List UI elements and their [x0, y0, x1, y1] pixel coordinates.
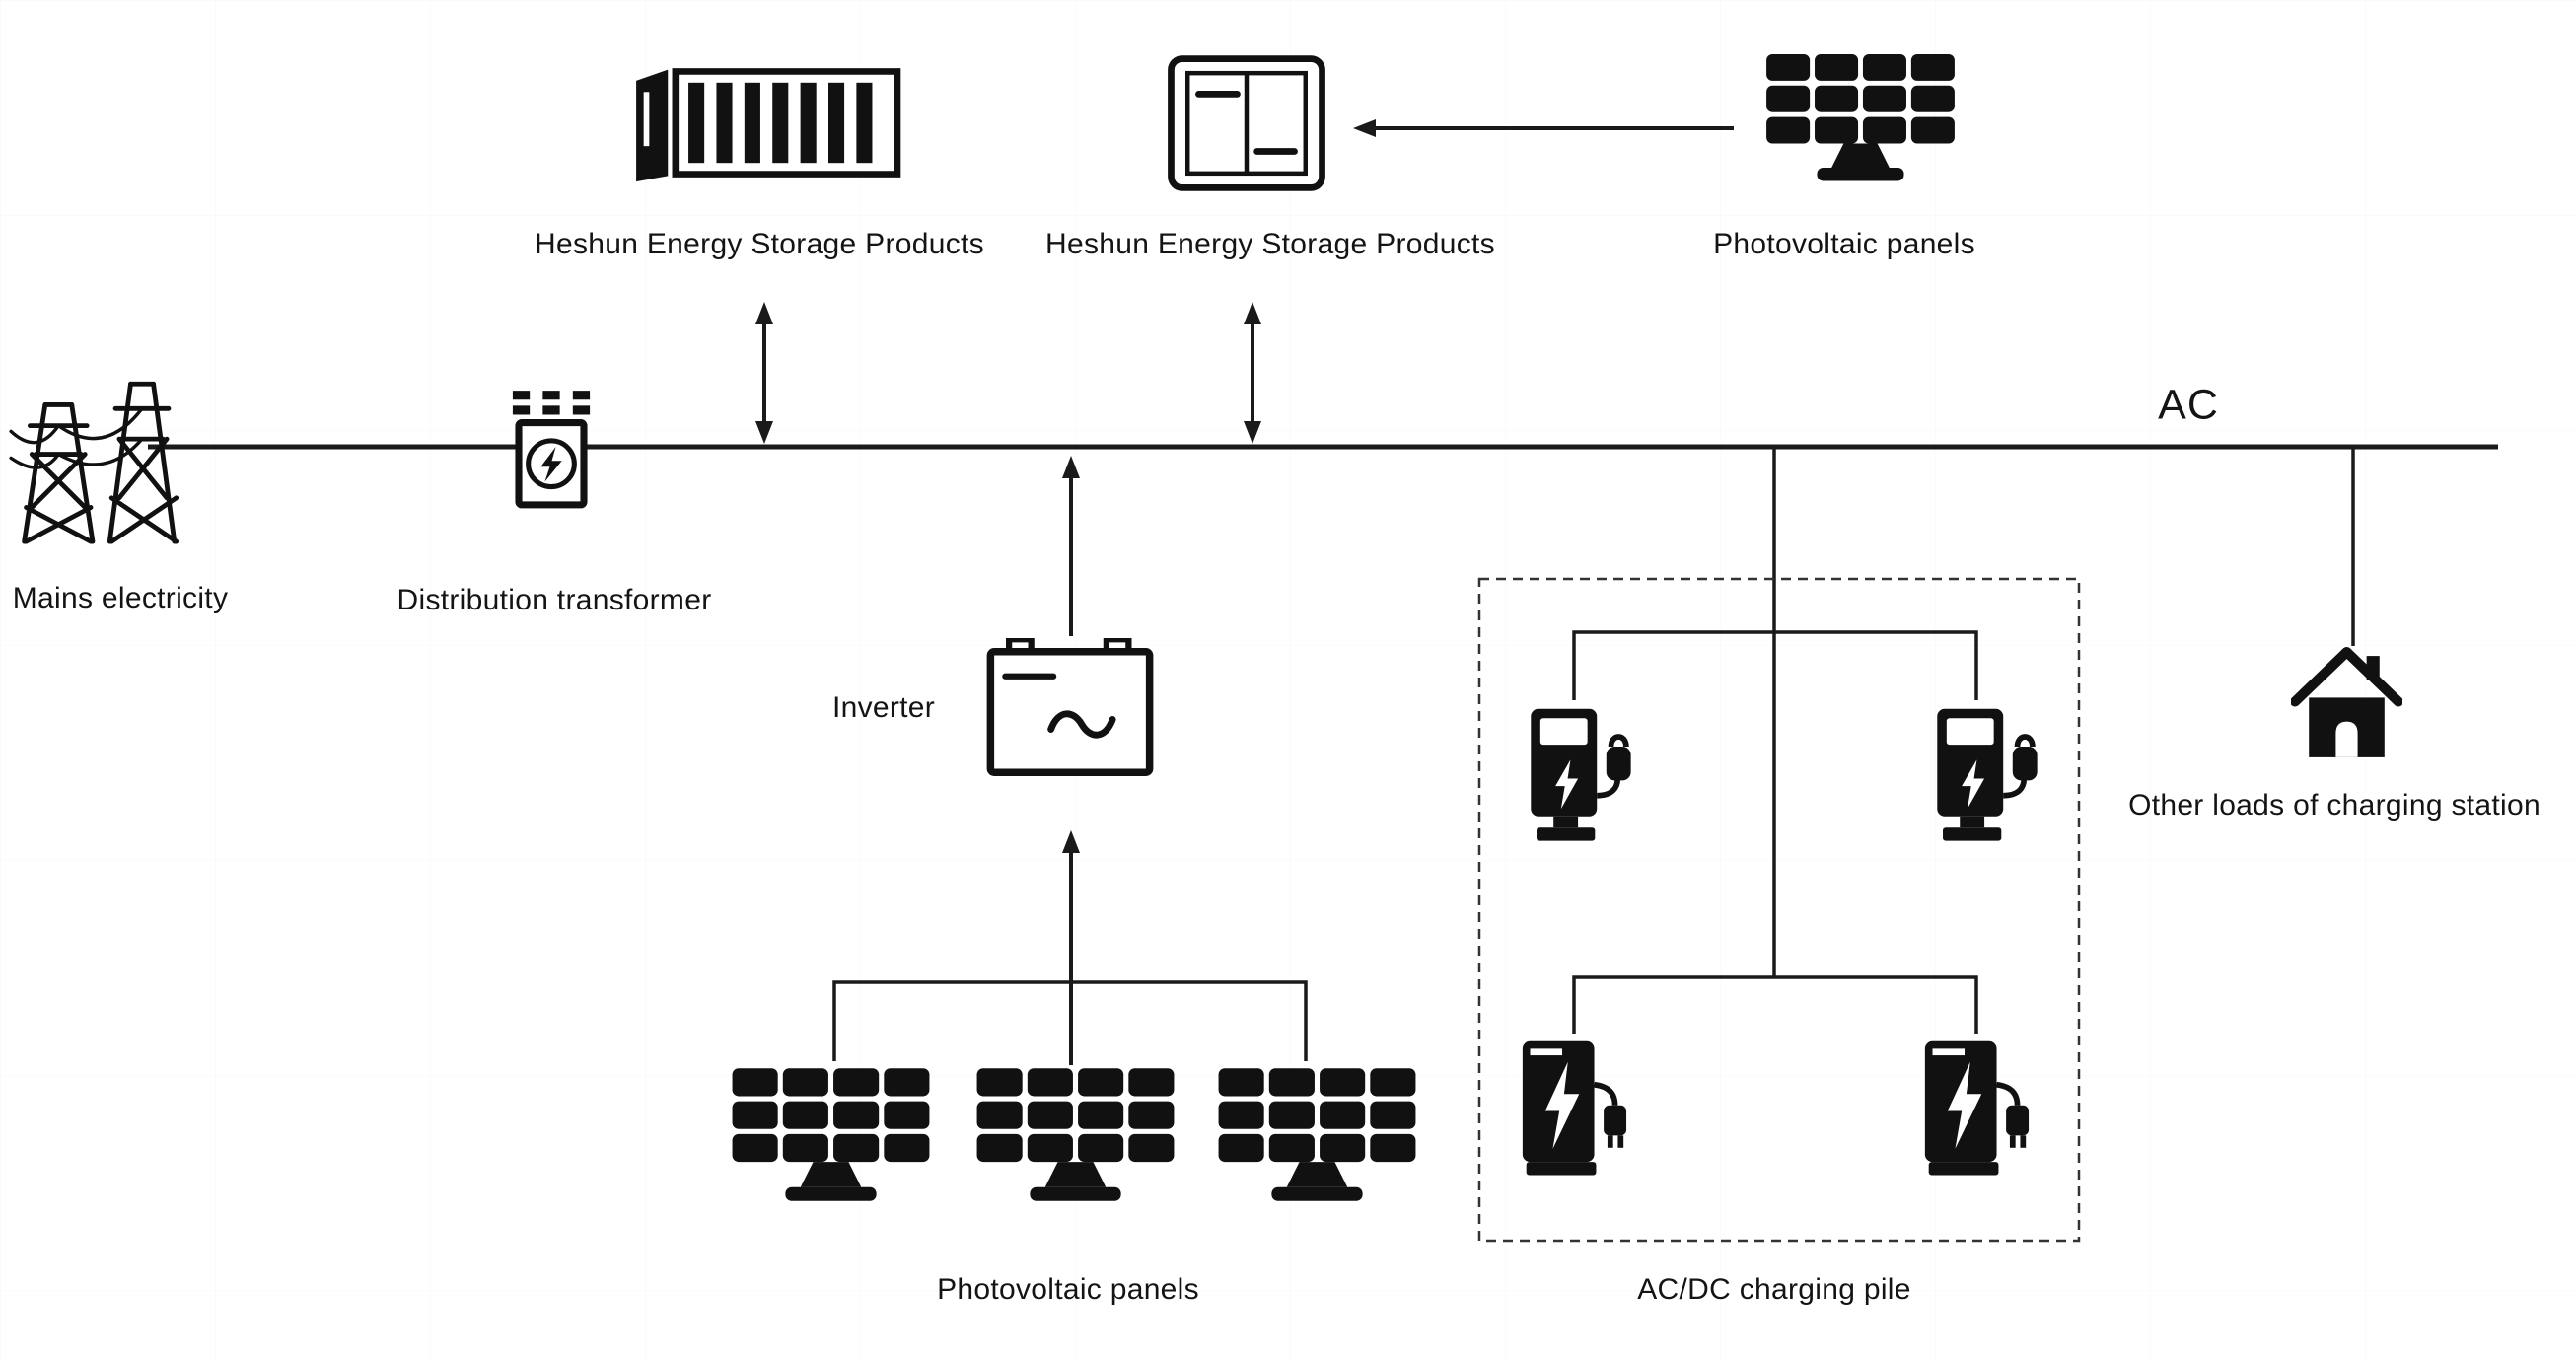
label-storage-left: Heshun Energy Storage Products: [535, 228, 984, 260]
charging-top-branch: [1572, 630, 1978, 700]
label-pv-top: Photovoltaic panels: [1713, 228, 1975, 260]
label-mains: Mains electricity: [12, 582, 229, 614]
charging-bottom-branch: [1572, 975, 1978, 1034]
storage-cabinet-icon: [1167, 54, 1326, 192]
label-inverter: Inverter: [831, 691, 936, 724]
arrow-up-head: [1062, 456, 1080, 478]
arrow-up-head: [1062, 830, 1080, 853]
charging-pile-dashed-box: [1477, 577, 2081, 1243]
transmission-tower-icon: [8, 365, 200, 545]
ac-charging-pile-icon: [1926, 703, 2046, 854]
arrow-down-head: [1244, 421, 1261, 444]
label-storage-mid: Heshun Energy Storage Products: [1045, 228, 1495, 260]
solar-panel-icon: [730, 1065, 932, 1213]
arrow-left-head: [1353, 119, 1376, 137]
storage-container-icon: [632, 62, 903, 183]
label-pv-bottom: Photovoltaic panels: [937, 1273, 1199, 1306]
solar-panel-icon: [1755, 54, 1966, 189]
label-other-loads: Other loads of charging station: [2128, 789, 2540, 822]
house-icon: [2291, 644, 2402, 769]
pv-array-bracket: [832, 980, 1308, 1061]
distribution-transformer-icon: [498, 383, 605, 513]
dc-charging-pile-icon: [1512, 1036, 1635, 1186]
arrow-up-head: [755, 302, 773, 324]
ac-charging-pile-icon: [1520, 703, 1640, 854]
solar-panel-icon: [974, 1065, 1177, 1213]
arrow-up-head: [1244, 302, 1261, 324]
inverter-battery-icon: [986, 638, 1154, 776]
label-charging-pile: AC/DC charging pile: [1637, 1273, 1911, 1306]
dc-charging-pile-icon: [1914, 1036, 2038, 1186]
label-transformer: Distribution transformer: [396, 584, 712, 616]
label-ac-bus: AC: [2158, 381, 2219, 429]
solar-panel-icon: [1216, 1065, 1418, 1213]
arrow-down-head: [755, 421, 773, 444]
